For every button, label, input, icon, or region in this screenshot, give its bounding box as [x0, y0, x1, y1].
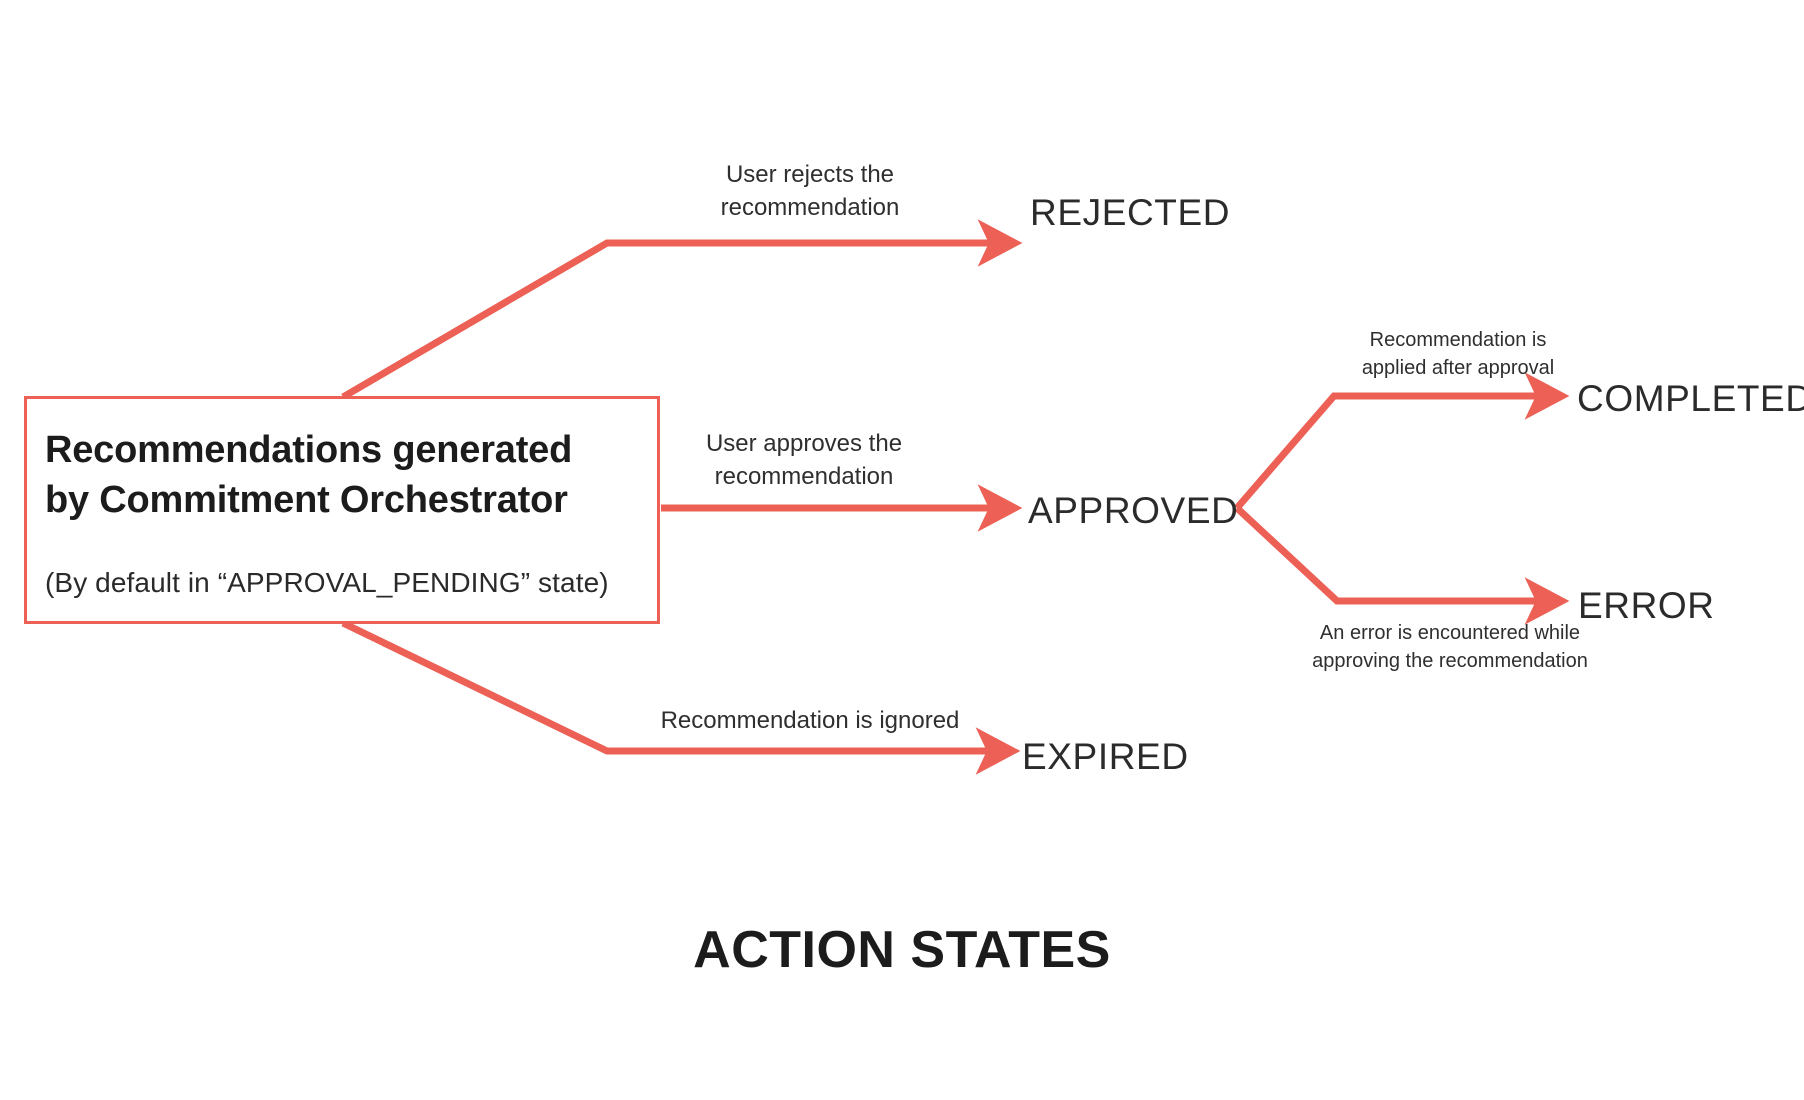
- source-node-title: Recommendations generated by Commitment …: [45, 429, 573, 522]
- edge-label-error: An error is encountered while approving …: [1312, 622, 1588, 672]
- state-node-rejected: REJECTED: [1030, 192, 1231, 233]
- state-node-approved: APPROVED: [1028, 490, 1239, 531]
- edge-label-completed: Recommendation is applied after approval: [1361, 329, 1555, 379]
- edge-to-rejected: [341, 219, 1023, 401]
- edge-label-approved: User approves the recommendation: [705, 430, 903, 491]
- source-node-subtitle: (By default in “APPROVAL_PENDING” state): [45, 567, 609, 598]
- edge-to-completed: [1234, 372, 1570, 511]
- source-node: Recommendations generated by Commitment …: [24, 396, 660, 624]
- state-node-error: ERROR: [1578, 585, 1715, 626]
- state-node-expired: EXPIRED: [1022, 736, 1189, 777]
- edge-label-expired: Recommendation is ignored: [660, 707, 960, 734]
- diagram-title: ACTION STATES: [693, 921, 1111, 979]
- edge-to-error: [1234, 505, 1570, 625]
- state-node-completed: COMPLETED: [1577, 378, 1804, 419]
- edge-label-rejected: User rejects the recommendation: [720, 161, 900, 222]
